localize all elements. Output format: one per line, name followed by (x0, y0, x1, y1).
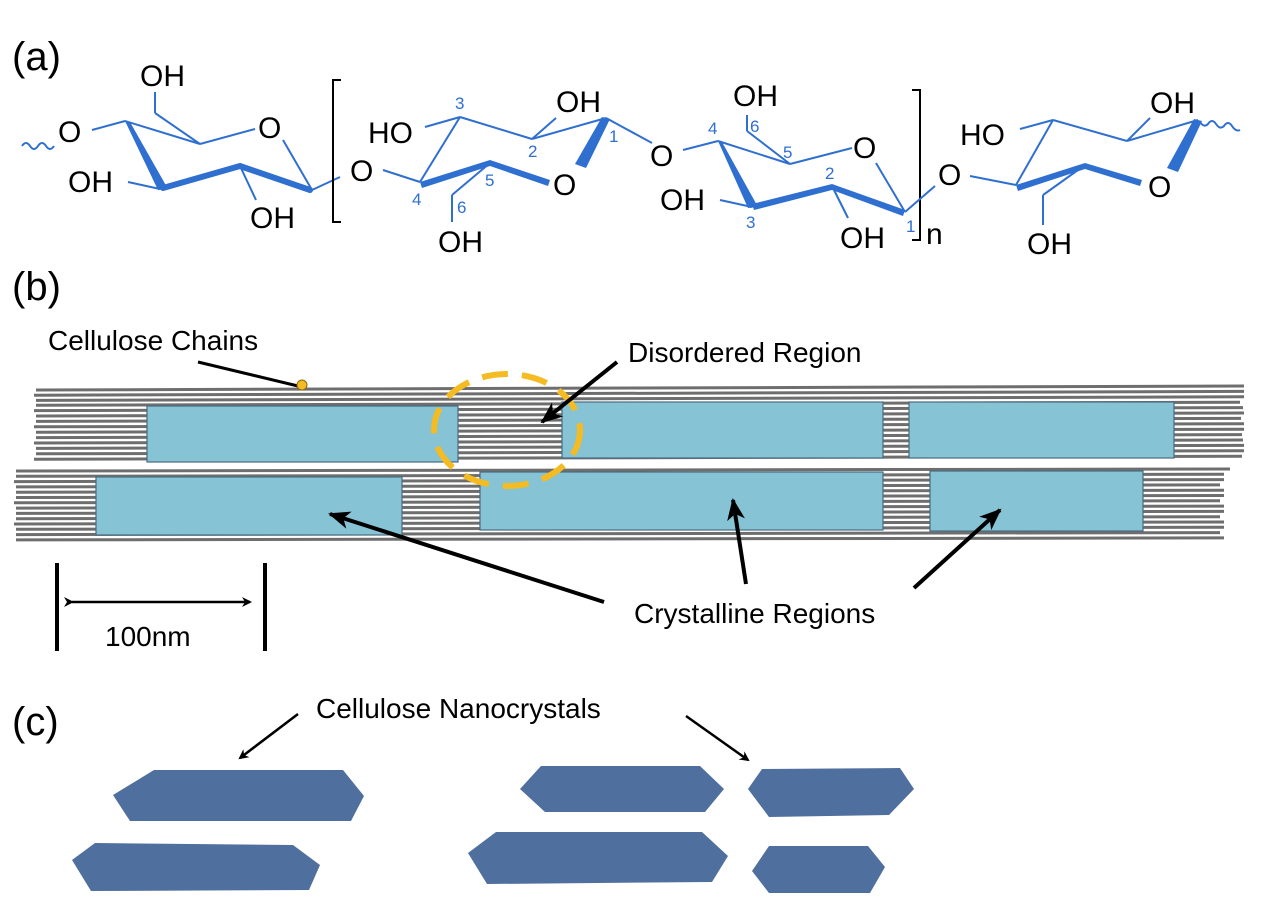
carbon-number-3: 3 (455, 94, 464, 113)
chain-pointer-dot (296, 379, 308, 391)
carbon-number-3: 3 (746, 213, 755, 232)
carbon-number-2: 2 (825, 164, 834, 183)
disordered-region-label: Disordered Region (628, 337, 861, 368)
cellulose-chains-label: Cellulose Chains (48, 325, 258, 356)
nanocrystal (752, 846, 885, 893)
crystalline-arrow-3 (912, 508, 1002, 590)
cellulose-molecular-structure: O OH O OH OH n O HO (21, 60, 1241, 261)
carbon-number-4: 4 (708, 119, 717, 138)
cellulose-nanocrystals (72, 766, 914, 893)
nanocrystal-arrow-right (685, 714, 750, 762)
nanocrystal (520, 766, 724, 812)
nanocrystal (113, 770, 364, 821)
atom-oh: OH (68, 166, 113, 199)
nanocrystals-label: Cellulose Nanocrystals (316, 693, 601, 724)
atom-o-ring: O (1148, 171, 1171, 204)
nanocrystal (72, 843, 320, 891)
wavy-bond-right (1199, 120, 1241, 132)
atom-oh: OH (1027, 228, 1072, 261)
carbon-number-4: 4 (412, 190, 421, 209)
carbon-number-5: 5 (783, 143, 792, 162)
carbon-number-5: 5 (485, 171, 494, 190)
panel-label-a: (a) (12, 35, 61, 79)
atom-o-glycosidic: O (938, 159, 961, 192)
atom-oh: OH (438, 226, 483, 259)
atom-o-ring: O (853, 132, 876, 165)
atom-oh: OH (840, 222, 885, 255)
disordered-region-arrow (540, 360, 619, 424)
repeat-bracket-right (912, 89, 921, 241)
crystalline-region-block (146, 405, 459, 463)
repeat-subscript-n: n (926, 218, 943, 251)
cellulose-chain-line (33, 389, 1245, 397)
atom-o-glycosidic: O (650, 140, 673, 173)
crystalline-region-block (95, 476, 403, 536)
atom-o-ring: O (553, 169, 576, 202)
nanocrystal-arrow-left (238, 713, 299, 760)
repeat-bracket-left (332, 79, 341, 223)
atom-oh: OH (1150, 87, 1195, 120)
nanocrystal (748, 768, 914, 817)
disordered-region-highlight (431, 371, 583, 489)
cellulose-chain-line (15, 467, 1231, 473)
atom-o-ring: O (258, 112, 281, 145)
carbon-number-1: 1 (906, 217, 915, 236)
crystalline-arrow-2 (727, 498, 748, 585)
atom-oh: OH (660, 184, 705, 217)
carbon-number-6: 6 (457, 198, 466, 217)
cellulose-chain-line (35, 395, 1245, 402)
crystalline-arrow-1 (328, 511, 605, 604)
crystalline-region-block (929, 470, 1144, 532)
cellulose-chain-line (15, 536, 1225, 542)
cellulose-chain-line (35, 384, 1245, 392)
panel-label-c: (c) (12, 700, 59, 744)
atom-o-link: O (58, 116, 81, 149)
crystalline-region-block (908, 401, 1175, 459)
atom-o-glycosidic: O (350, 155, 373, 188)
cellulose-chains-pointer (197, 360, 299, 388)
crystalline-regions-label: Crystalline Regions (634, 598, 875, 629)
crystalline-region-block (479, 471, 884, 531)
scale-bar-label: 100nm (105, 621, 191, 652)
atom-oh: OH (140, 60, 185, 93)
glucose-ring-2: O HO OH O OH 3 2 1 4 5 6 (350, 86, 653, 259)
carbon-number-1: 1 (609, 127, 618, 146)
crystalline-region-block (561, 401, 884, 459)
carbon-number-2: 2 (528, 142, 537, 161)
atom-oh: OH (250, 202, 295, 235)
crystalline-regions (95, 401, 1175, 536)
glucose-ring-4: O HO OH O OH (938, 87, 1202, 261)
carbon-number-6: 6 (750, 117, 759, 136)
glucose-ring-3: O OH O OH OH 4 6 5 2 3 1 (650, 80, 936, 255)
nanocrystal (468, 832, 728, 884)
atom-ho: HO (368, 117, 413, 150)
scale-bar: 100nm (55, 563, 267, 652)
glucose-ring-1: O OH O OH OH (58, 60, 341, 235)
panel-label-b: (b) (12, 265, 61, 309)
wavy-bond-left (21, 142, 55, 150)
atom-oh: OH (556, 86, 601, 119)
atom-oh: OH (733, 80, 778, 113)
atom-ho: HO (960, 119, 1005, 152)
